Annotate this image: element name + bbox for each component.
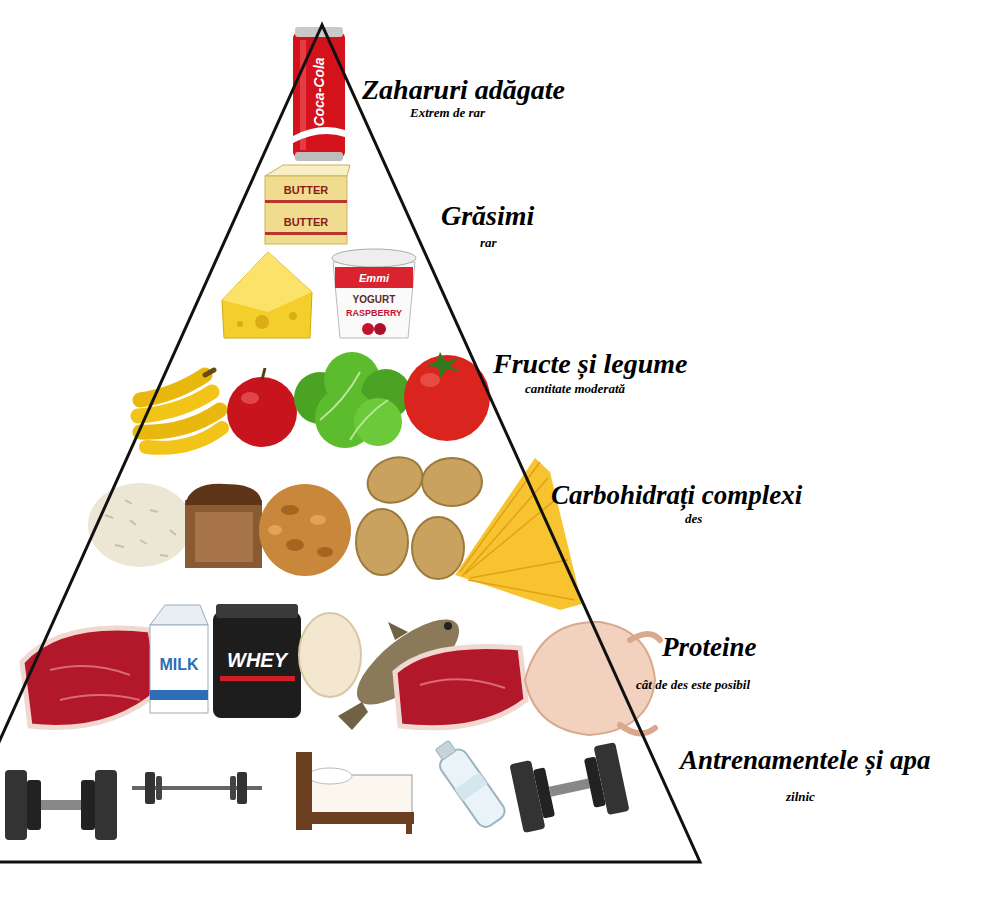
tier-frequency: cantitate moderată (525, 382, 625, 397)
tier-heading: Carbohidrați complexi (551, 480, 802, 511)
product-label: RASPBERRY (346, 309, 402, 318)
brand-label: Coca-Cola (312, 57, 326, 126)
dumbbell (509, 742, 629, 833)
whey-tub (213, 604, 301, 718)
product-label: MILK (159, 657, 198, 673)
tier-frequency: zilnic (786, 790, 815, 805)
apple (227, 368, 297, 447)
bread-loaf (185, 484, 262, 568)
steak (395, 646, 526, 727)
tier-frequency: rar (480, 236, 497, 251)
soda-can (293, 27, 345, 161)
dumbbell (5, 770, 117, 840)
brand-label: BUTTER (284, 185, 329, 196)
tier-frequency: Extrem de rar (410, 106, 485, 121)
lettuce (294, 352, 411, 448)
butter-stick (265, 165, 350, 244)
potatoes (356, 450, 482, 579)
pyramid-outline (0, 25, 700, 862)
tier-heading: Proteine (662, 632, 757, 663)
brand-label: WHEY (227, 650, 287, 670)
milk-carton (150, 605, 208, 713)
cereal-flakes (259, 484, 351, 576)
tier-frequency: des (685, 512, 702, 527)
brand-label: BUTTER (284, 217, 329, 228)
tier-heading: Grăsimi (441, 200, 534, 232)
brand-label: Emmi (359, 273, 389, 284)
barbell (132, 772, 262, 804)
rice-pile (88, 483, 192, 567)
tier-heading: Zaharuri adăgate (362, 74, 565, 106)
yogurt-cup (332, 249, 416, 338)
tier-frequency: cât de des este posibil (636, 678, 750, 693)
cheese-wedge (222, 252, 312, 338)
tier-heading: Antrenamentele și apa (680, 745, 931, 776)
water-bottle (430, 736, 508, 830)
product-label: YOGURT (353, 295, 396, 305)
tier-heading: Fructe și legume (493, 348, 687, 380)
egg (299, 613, 361, 697)
bed (296, 752, 414, 834)
